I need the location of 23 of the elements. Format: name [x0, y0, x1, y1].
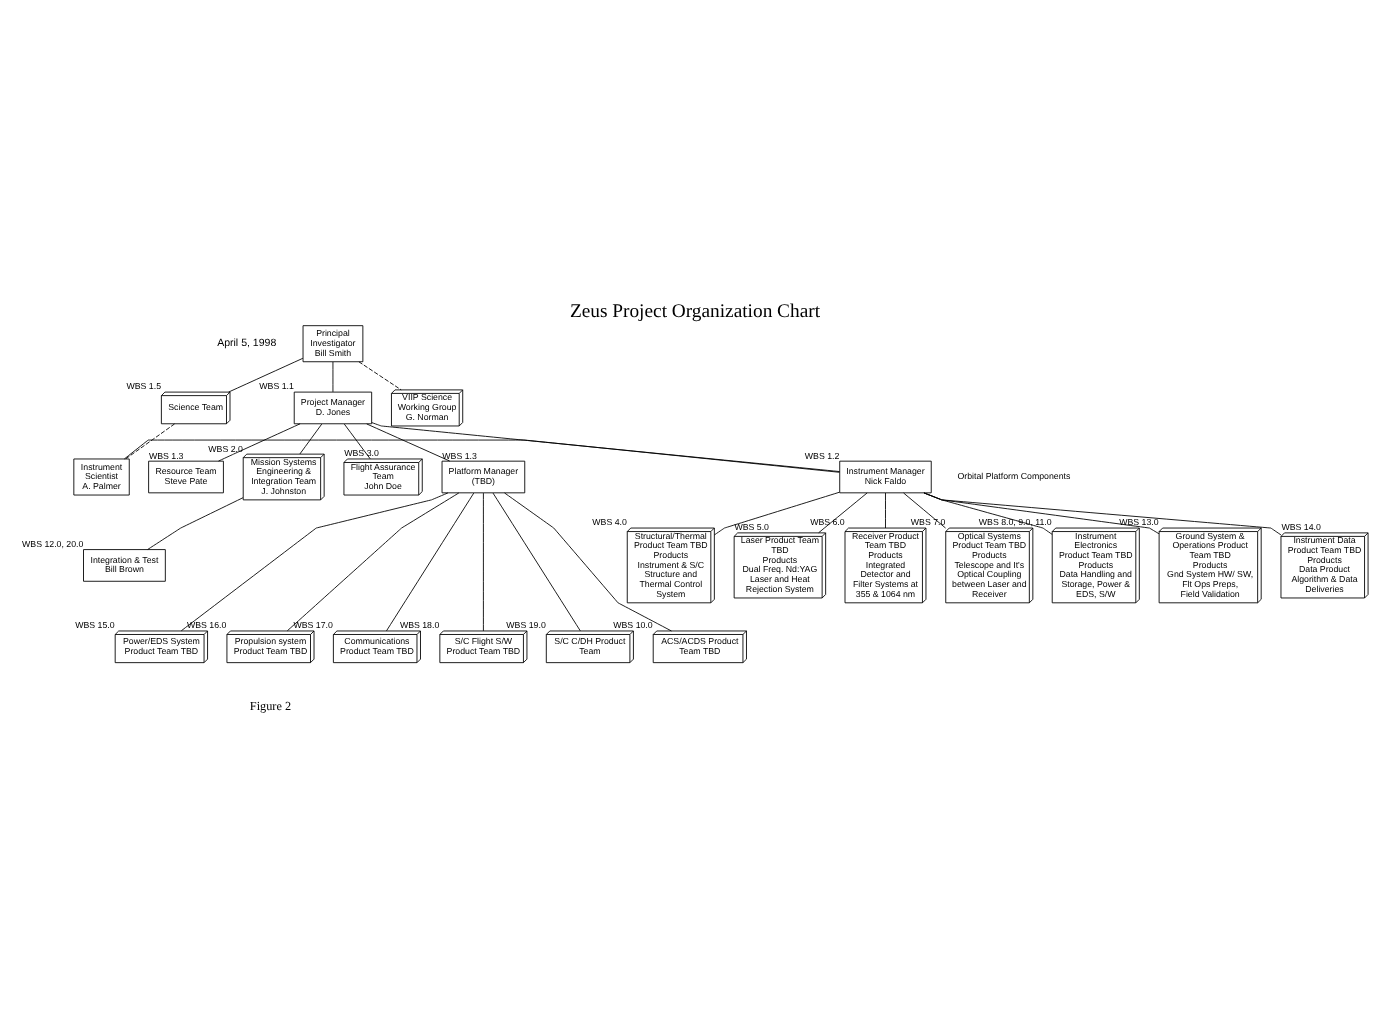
- connector: [228, 356, 304, 392]
- connector: [218, 422, 301, 461]
- connector: [299, 422, 323, 454]
- connector: [371, 421, 841, 471]
- connector: [123, 438, 840, 472]
- connector: [286, 491, 460, 631]
- connector: [885, 491, 886, 528]
- connector: [504, 491, 672, 631]
- connector: [332, 360, 334, 392]
- connector: [713, 490, 840, 535]
- connector: [923, 491, 1282, 535]
- connector: [180, 491, 449, 631]
- connector: [482, 491, 484, 631]
- connector: [386, 491, 475, 631]
- connector: [818, 491, 868, 533]
- connector: [366, 422, 451, 461]
- connector: [147, 496, 244, 549]
- diagram-title: Zeus Project Organization Chart: [569, 299, 821, 322]
- connector: [903, 491, 946, 528]
- connector: [358, 360, 402, 390]
- connector: [343, 422, 371, 459]
- connector: [125, 422, 175, 459]
- connector: [492, 491, 581, 631]
